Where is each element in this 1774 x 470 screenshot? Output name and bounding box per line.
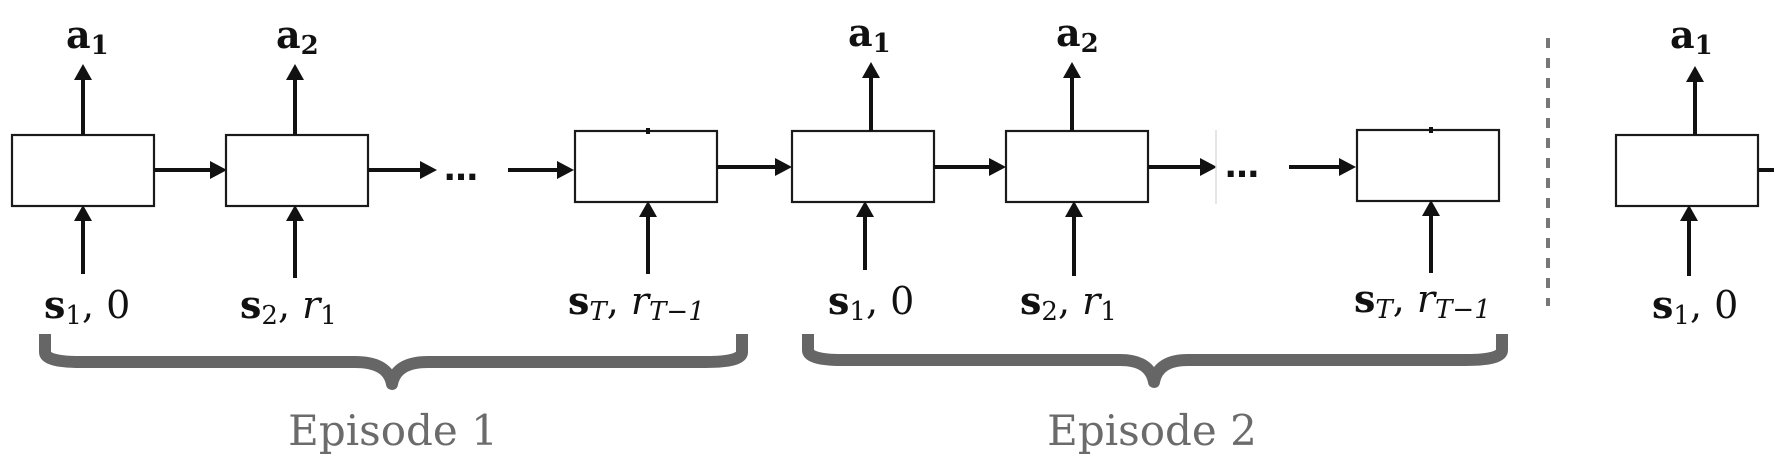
episode-1: a1 s1, 0 a2 s2, r1 … sT, rT−1 (10, 12, 748, 455)
input-label: sT, rT−1 (1354, 276, 1491, 325)
ellipsis: … (444, 149, 478, 189)
action-label: a2 (1056, 10, 1099, 59)
next-trial-episode: a1 s1, 0 (1614, 12, 1774, 331)
rnn-cell-e2-tT: sT, rT−1 (1354, 127, 1501, 325)
rnn-cell-e1-t1: a1 s1, 0 (10, 12, 156, 331)
episode-brace (802, 334, 1508, 388)
action-label: a1 (848, 10, 891, 59)
rnn-cell-e1-tT: sT, rT−1 (568, 128, 719, 327)
rnn-cell-e2-t2: a2 s2, r1 (1004, 10, 1150, 327)
rnn-cell-e2-t1: a1 s1, 0 (790, 10, 936, 327)
action-label: a1 (1670, 12, 1713, 61)
episode-brace (39, 334, 748, 390)
input-label: s1, 0 (1652, 282, 1738, 331)
action-label: a2 (276, 12, 319, 61)
input-label: s1, 0 (44, 282, 130, 331)
input-label: s2, r1 (1020, 278, 1117, 327)
input-label: s2, r1 (240, 282, 337, 331)
action-label: a1 (66, 12, 109, 61)
rnn-cell-n-t1: a1 s1, 0 (1614, 12, 1760, 331)
episode-2: a1 s1, 0 a2 s2, r1 … sT, rT−1 Episode (790, 10, 1508, 455)
input-label: sT, rT−1 (568, 278, 705, 327)
ellipsis: … (1225, 146, 1259, 186)
rnn-cell-e1-t2: a2 s2, r1 (224, 12, 370, 331)
episode-label: Episode 1 (288, 406, 498, 455)
episode-label: Episode 2 (1047, 406, 1257, 455)
input-label: s1, 0 (828, 278, 914, 327)
